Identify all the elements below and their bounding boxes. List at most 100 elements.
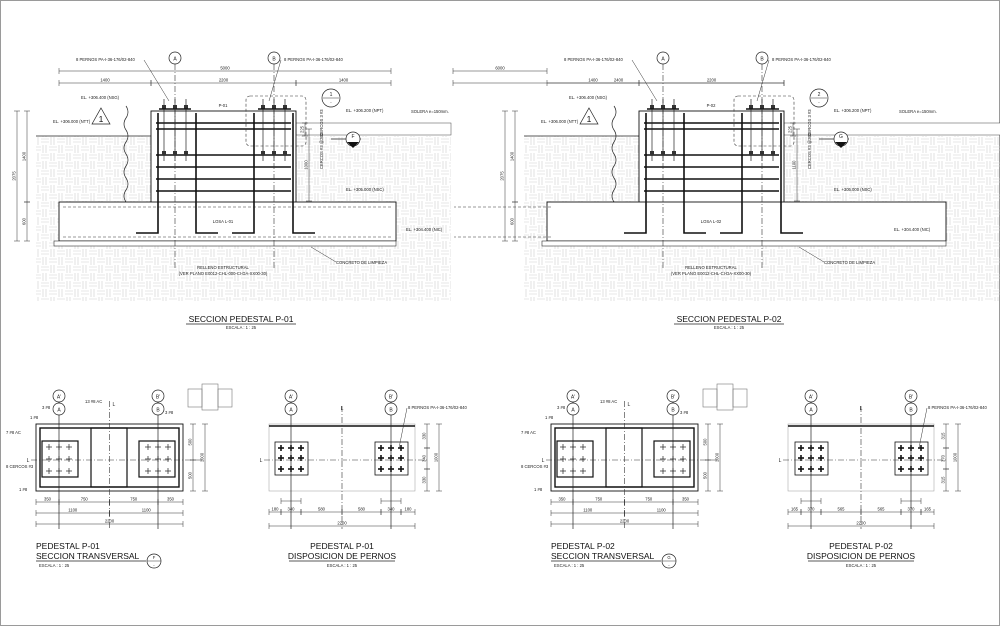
dimension-value: 2200 bbox=[707, 78, 717, 83]
dimension-value: 2200 bbox=[337, 521, 347, 526]
view-scale: ESCALA : 1 : 25 bbox=[39, 563, 70, 568]
bolt-nut bbox=[283, 105, 287, 109]
dimension-value: 330 bbox=[422, 432, 427, 440]
dimension-value: 750 bbox=[130, 497, 138, 502]
dimension-value: 1400 bbox=[510, 151, 515, 161]
view-subtitle: SECCION TRANSVERSAL bbox=[36, 551, 140, 561]
section-title: SECCION PEDESTAL P-02 bbox=[677, 314, 782, 324]
leader bbox=[268, 59, 282, 102]
bolt-nut bbox=[184, 105, 188, 109]
lean-concrete-note: CONCRETO DE LIMPIEZA bbox=[336, 260, 387, 265]
base-plate bbox=[894, 441, 929, 476]
vertical-rebar bbox=[136, 113, 159, 234]
elevation-npt: EL. +306.200 (NPT) bbox=[346, 108, 384, 113]
grid-bubble-b-label: B bbox=[760, 57, 764, 63]
grid-bubble-b bbox=[384, 402, 398, 416]
grid-bubble-a-prime bbox=[52, 389, 66, 403]
thumb-shape bbox=[716, 383, 734, 411]
center-mark: L bbox=[628, 402, 631, 408]
cercos-top-note: CERCOS 3 #3 bbox=[319, 109, 324, 137]
leader bbox=[918, 407, 928, 449]
grid-bubble-b-prime bbox=[151, 389, 165, 403]
dimension-value: 370 bbox=[941, 454, 946, 462]
thumb-shape bbox=[201, 383, 219, 411]
base-plate bbox=[794, 441, 829, 476]
section-marker-label: F bbox=[351, 134, 354, 140]
grid-bubble-a-label: A bbox=[57, 408, 61, 414]
inner-stirrup bbox=[138, 440, 176, 478]
slab-label: LOSA L-02 bbox=[701, 219, 722, 224]
elevation-nic: EL. +304.400 (NIC) bbox=[894, 227, 931, 232]
dimension-value: 350 bbox=[559, 497, 567, 502]
elevation-nsc: EL. +305.000 (NSC) bbox=[834, 187, 872, 192]
dimension-value: 2075 bbox=[12, 171, 17, 181]
grid-bubble-b bbox=[666, 402, 680, 416]
fill-reference: (VER PLANO E0012-CHL-000-CI-DA-XX00-30) bbox=[179, 271, 268, 276]
bolt-nut bbox=[283, 151, 287, 155]
view-title: PEDESTAL P-02 bbox=[829, 541, 893, 551]
cercos-note: CERCOS #3 @200 bbox=[319, 132, 324, 169]
dimension-value: 225 bbox=[300, 125, 305, 133]
grid-bubble-a-label: A bbox=[571, 408, 575, 414]
grid-bubble-b-label: B bbox=[389, 408, 393, 414]
dimension-value: 600 bbox=[510, 217, 515, 225]
rebar-callout: 1 #8 bbox=[534, 487, 543, 492]
leader bbox=[798, 246, 825, 263]
center-mark: L bbox=[113, 402, 116, 408]
lean-concrete bbox=[541, 240, 947, 247]
dimension-value: 1100 bbox=[792, 160, 797, 170]
grid-bubble-a-prime-label: A' bbox=[57, 395, 61, 401]
rebar-callout: 3 #8 bbox=[165, 410, 174, 415]
rebar-callout: 1 #8 bbox=[30, 415, 39, 420]
bolt-nut bbox=[650, 151, 654, 155]
section-title: SECCION PEDESTAL P-01 bbox=[189, 314, 294, 324]
dimension-value: 1100 bbox=[142, 508, 152, 513]
elevation-nsg: EL. +306.400 (NSG) bbox=[569, 95, 608, 100]
rebar-callout: 1 #8 bbox=[545, 415, 554, 420]
bolt-nut bbox=[272, 105, 276, 109]
elevation-ntt: EL. +306.000 (NTT) bbox=[53, 119, 91, 124]
bolt-nut bbox=[184, 151, 188, 155]
dimension-value: 165 bbox=[924, 507, 932, 512]
dimension-value: 180 bbox=[272, 507, 280, 512]
bolt-nut bbox=[661, 105, 665, 109]
revision-triangle bbox=[579, 107, 599, 125]
bolt-nut bbox=[173, 105, 177, 109]
dimension-value: 500 bbox=[703, 438, 708, 446]
dimension-value: 750 bbox=[595, 497, 603, 502]
center-mark: L bbox=[341, 406, 344, 412]
leader bbox=[310, 246, 337, 263]
rebar-callout: 7 #8 AC bbox=[521, 430, 536, 435]
slab-label: LOSA L-01 bbox=[213, 219, 234, 224]
dimension-value: 1100 bbox=[657, 508, 667, 513]
foundation-slab bbox=[58, 201, 397, 242]
dimension-value: 225 bbox=[788, 125, 793, 133]
dimension-value: 370 bbox=[808, 507, 816, 512]
section-tag-label: F bbox=[153, 555, 156, 560]
grid-bubble-b-prime bbox=[666, 389, 680, 403]
grid-bubble-b-prime-label: B' bbox=[671, 395, 675, 401]
callout-number: 1 bbox=[330, 92, 333, 98]
rebar-callout: 3 #8 bbox=[42, 405, 51, 410]
vertical-rebar bbox=[232, 113, 255, 234]
dimension-value: 1400 bbox=[22, 151, 27, 161]
grid-bubble-b-prime-label: B' bbox=[389, 395, 393, 401]
inner-stirrup bbox=[41, 440, 79, 478]
fill-note: RELLENO ESTRUCTURAL bbox=[685, 265, 737, 270]
center-mark: L bbox=[260, 458, 263, 464]
dimension-value: 2200 bbox=[219, 78, 229, 83]
pedestal-label: P-01 bbox=[219, 103, 229, 108]
view-title: PEDESTAL P-01 bbox=[36, 541, 100, 551]
grid-bubble-a bbox=[566, 402, 580, 416]
solera-slab bbox=[783, 122, 1000, 136]
grid-bubble-a bbox=[168, 51, 182, 65]
bolt-callout: 8 PERNOS PA-I-36-176/02-840 bbox=[408, 405, 467, 410]
elevation-nsc: EL. +305.000 (NSC) bbox=[346, 187, 384, 192]
solera-note: SOLERA e=150mm. bbox=[899, 109, 937, 114]
dimension-value: 1400 bbox=[100, 78, 110, 83]
dimension-value: 330 bbox=[422, 476, 427, 484]
bolt-nut bbox=[771, 151, 775, 155]
cercos-top-note: CERCOS 3 #3 bbox=[807, 109, 812, 137]
section-scale: ESCALA : 1 : 25 bbox=[226, 325, 257, 330]
